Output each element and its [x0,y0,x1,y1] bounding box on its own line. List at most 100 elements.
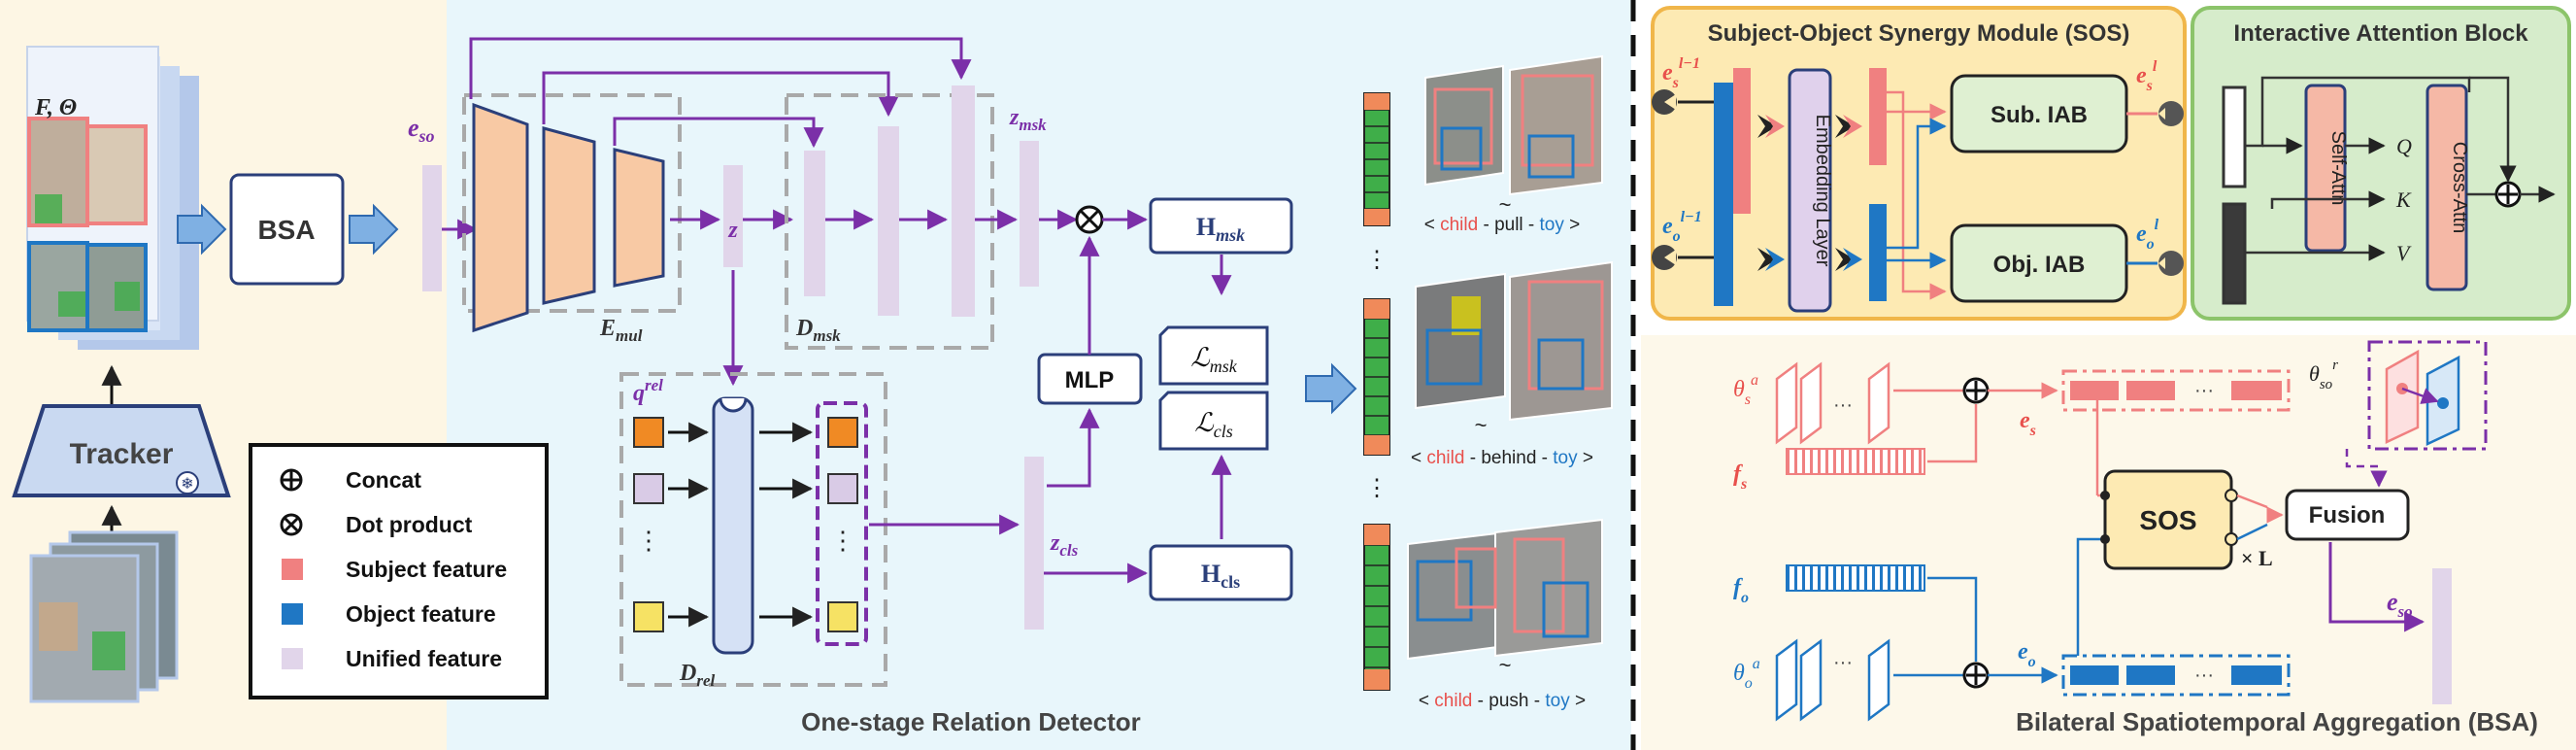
detector-title: One-stage Relation Detector [801,707,1141,736]
object-cross-path [1887,118,1947,250]
mlp-label: MLP [1065,367,1115,393]
self-attn-block [2304,84,2347,253]
bsa-output-eso [2432,568,2452,704]
sos-o-to-fusion [2236,523,2268,541]
e-o-in-label: eol−1 [1662,209,1702,245]
legend-object-swatch [282,603,303,625]
fs-to-concat [1927,404,1978,463]
theta-so-subject-plane [2385,349,2420,444]
theta-so-label: θsor [2309,358,2338,392]
sos-in-node-s [2100,491,2110,500]
q-label: Q [2396,134,2412,158]
dot-product-icon [280,513,303,536]
k-label: K [2395,188,2412,212]
eo-token-1 [2070,665,2119,685]
e-s-label: es [2020,408,2036,439]
embedding-layer [1788,68,1832,313]
output-node-o-icon [2158,251,2184,276]
f-s-sequence [1786,448,1925,475]
loss-msk-box [1158,325,1269,386]
sos-out-node-o [2225,532,2238,546]
chevron-right-icon [1757,248,1785,271]
iab-box [2191,6,2571,321]
skip-connection-2 [542,71,899,124]
fusion-label: Fusion [2309,502,2386,528]
es-token-1 [2070,381,2119,400]
cross-attn-block [2425,84,2468,291]
theta-o-dots: ··· [1833,652,1853,673]
e-so-label: eso [408,114,435,146]
iab-residual-path [2245,76,2471,148]
fusion-to-eso-arrow [2328,542,2425,632]
obj-iab-label: Obj. IAB [1993,252,2086,278]
query-1 [633,417,664,448]
cross-attn-label: Cross-Attn [2449,142,2470,233]
sos-input-object-bar [1714,83,1733,306]
concat-s-icon [1962,377,1990,404]
iab-title: Interactive Attention Block [2233,20,2528,47]
eo-to-sos [2076,537,2102,656]
tracker-label: Tracker [70,438,174,470]
fo-to-concat [1927,576,1978,662]
eo-token-n [2231,665,2282,685]
encoder-block-2 [542,126,596,305]
theta-so-relation-arrow [2401,387,2439,404]
bsa-block [229,173,345,286]
sos-block [2103,469,2233,570]
query-n [633,601,664,632]
legend-subject: Subject feature [346,557,507,582]
emul-label: Emul [599,316,643,345]
output-vector-2 [1363,298,1390,456]
drel-dashed-box [619,372,887,687]
decoder-layer-2 [878,126,899,316]
legend-unified-swatch [282,648,303,669]
bsa-label: BSA [257,215,315,245]
residual-to-add [2469,76,2517,183]
sos-out-node-s [2225,489,2238,502]
legend-subject-swatch [282,559,303,580]
sos-embed-object-bar [1869,204,1887,301]
theta-so-to-fusion [2345,449,2388,488]
e-o-label: eo [2018,639,2036,670]
dot-product-node [1075,205,1104,234]
output-vector-1 [1363,92,1390,226]
input-frames [26,46,199,350]
z-cls-feature [1024,457,1044,630]
skip-connection-3 [613,117,824,149]
encoder-block-1 [472,102,529,333]
e-o-token-box [2061,654,2291,697]
chevron-right-icon [1757,115,1785,138]
legend-unified: Unified feature [346,646,502,671]
sub-iab-label: Sub. IAB [1991,102,2088,128]
h-msk-label: Hmsk [1196,213,1245,245]
e-so-feature [422,165,442,291]
decoder-layer-3 [952,85,975,317]
snowflake-icon: ❄ [176,471,199,494]
h-cls-label: Hcls [1201,560,1240,592]
z-msk-label: zmsk [1009,105,1047,134]
theta-so-box [2367,340,2488,451]
output-frames-3 [1407,518,1603,661]
raw-video-frames [29,530,179,703]
triplet-3: < child - push - toy > [1419,691,1586,711]
triplet-2: < child - behind - toy > [1411,448,1593,468]
legend-concat: Concat [346,467,421,493]
svg-text:❄: ❄ [181,476,193,493]
embedding-label: Embedding Layer [1812,115,1833,267]
drel-input-notch [719,397,748,413]
output-ellipsis-1: ⋮ [1365,247,1388,273]
drel-transformer [712,396,754,655]
add-node-icon [2494,181,2522,208]
v-label: V [2396,241,2412,265]
e-o-out-label: eol [2136,217,2159,253]
h-msk-head [1149,197,1293,255]
theta-s-planes [1775,361,1890,445]
eo-token-2 [2126,665,2175,685]
frames-to-bsa-arrow [177,203,227,256]
legend-object: Object feature [346,601,496,627]
iab-query-input [2222,85,2247,188]
z-msk-feature [1020,141,1039,287]
z-label: z [727,218,738,243]
es-token-2 [2126,381,2175,400]
sos-embed-subject-bar [1869,68,1887,165]
